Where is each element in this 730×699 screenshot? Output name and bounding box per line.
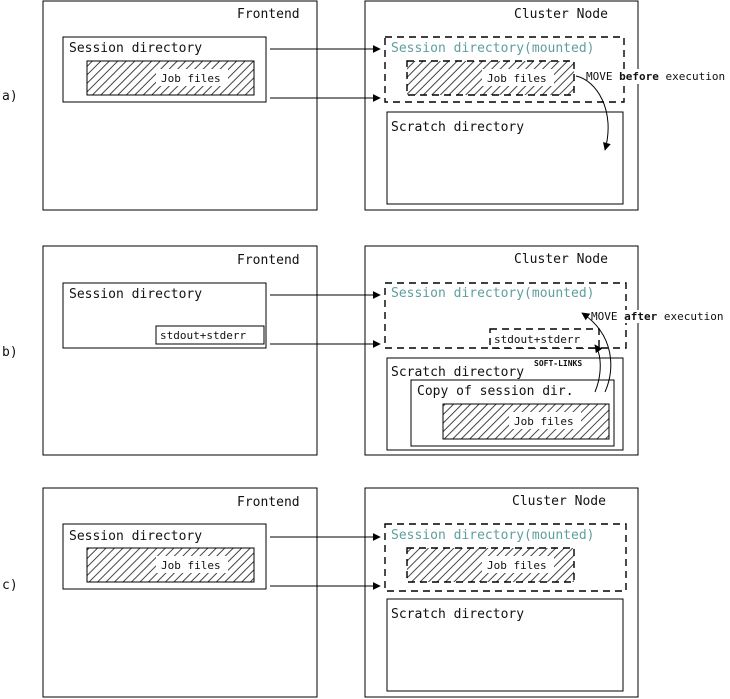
- stdout-stderr-frontend-box: [155, 325, 265, 345]
- frontend-title: Frontend: [237, 495, 300, 510]
- mounted-session-directory-box: [384, 36, 625, 103]
- mounted-job-files-label-bg: [482, 556, 554, 573]
- job-files-label-bg: [509, 412, 581, 429]
- cluster-node-title: Cluster Node: [512, 494, 606, 509]
- panel-a: a) Frontend Session directory Job files …: [2, 0, 730, 211]
- frontend-box: [42, 487, 318, 698]
- session-directory-label: Session directory: [69, 529, 202, 544]
- mounted-session-directory-label: Session directory(mounted): [391, 286, 595, 301]
- mounted-job-files-label-bg: [482, 69, 554, 86]
- frontend-box: [42, 245, 318, 456]
- panel-a-label: a): [2, 89, 18, 104]
- cluster-node-title: Cluster Node: [514, 7, 608, 22]
- panel-c-label: c): [2, 578, 18, 593]
- mounted-session-directory-box: [384, 523, 627, 592]
- panel-b-label: b): [2, 345, 18, 360]
- copy-of-session-directory-label: Copy of session dir.: [417, 384, 574, 399]
- stdout-stderr-mounted-label: stdout+stderr: [494, 333, 580, 346]
- scratch-directory-box: [386, 598, 624, 692]
- mounted-job-files-label: Job files: [487, 559, 547, 572]
- session-directory-label: Session directory: [69, 41, 202, 56]
- panel-c: c) Frontend Session directory Job files …: [2, 487, 639, 698]
- cluster-node-title: Cluster Node: [514, 252, 608, 267]
- mounted-session-directory-label: Session directory(mounted): [391, 41, 595, 56]
- soft-links-label: SOFT-LINKS: [534, 359, 582, 368]
- job-files-label: Job files: [514, 415, 574, 428]
- mounted-job-files-label: Job files: [487, 72, 547, 85]
- job-files-label: Job files: [161, 559, 221, 572]
- soft-links-label-bg: [532, 357, 596, 368]
- frontend-box: [42, 0, 318, 211]
- scratch-directory-label: Scratch directory: [391, 365, 524, 380]
- move-before-arrow: [575, 75, 611, 151]
- mounted-session-directory-label: Session directory(mounted): [391, 528, 595, 543]
- session-directory-label: Session directory: [69, 287, 202, 302]
- stdout-stderr-frontend-label: stdout+stderr: [160, 329, 246, 342]
- job-files-label: Job files: [161, 72, 221, 85]
- scratch-directory-box: [386, 111, 624, 205]
- scratch-directory-label: Scratch directory: [391, 120, 524, 135]
- frontend-title: Frontend: [237, 7, 300, 22]
- soft-links-arrow: [594, 344, 603, 393]
- move-label-bg: [585, 69, 730, 84]
- job-files-label-bg: [156, 556, 228, 573]
- scratch-directory-label: Scratch directory: [391, 607, 524, 622]
- scratch-directory-box: [386, 357, 624, 451]
- frontend-title: Frontend: [237, 253, 300, 268]
- move-label-bg: [590, 310, 730, 323]
- job-files-label-bg: [156, 69, 228, 86]
- stdout-stderr-mounted-box: [489, 328, 600, 349]
- move-before-execution-label: MOVE before execution: [586, 70, 725, 83]
- panel-b: b) Frontend Session directory stdout+std…: [2, 245, 730, 456]
- move-after-arrow: [581, 312, 612, 393]
- move-after-execution-label: MOVE after execution: [591, 310, 723, 323]
